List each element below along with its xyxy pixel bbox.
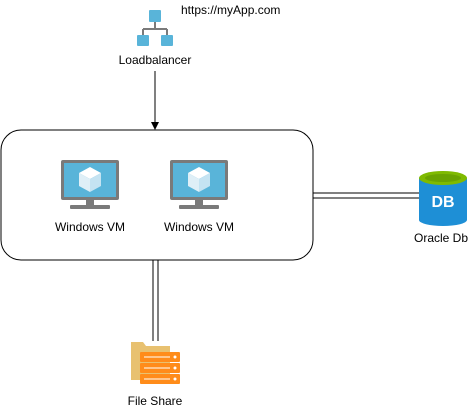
vms-to-file-share-link xyxy=(152,260,159,341)
network-hierarchy-icon xyxy=(137,10,173,46)
database-icon: DB xyxy=(419,171,467,226)
vm-container xyxy=(0,129,314,261)
vms-to-database-link xyxy=(313,192,419,199)
vm-label: Windows VM xyxy=(164,220,234,234)
vm-label: Windows VM xyxy=(55,220,125,234)
virtual-machine-icon xyxy=(61,160,119,209)
db-badge-text: DB xyxy=(431,194,454,211)
loadbalancer-to-vms-arrow xyxy=(151,71,159,130)
loadbalancer-label: Loadbalancer xyxy=(119,53,192,67)
virtual-machine-icon xyxy=(170,160,228,209)
file-share-label: File Share xyxy=(128,394,183,408)
database-label: Oracle Db xyxy=(414,231,468,245)
file-share-icon xyxy=(131,342,180,384)
app-url-label: https://myApp.com xyxy=(181,3,280,17)
